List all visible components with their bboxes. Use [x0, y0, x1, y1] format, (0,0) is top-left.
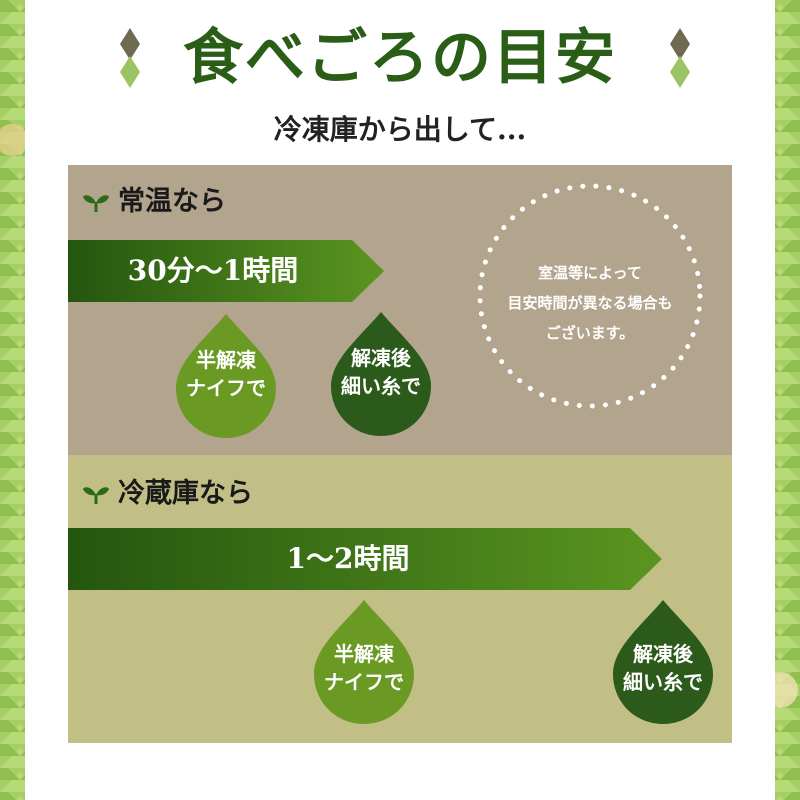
- fridge-time-arrow: [68, 528, 662, 590]
- room-half-thaw-text: 半解凍 ナイフで: [171, 346, 281, 402]
- fridge-half-thaw-text: 半解凍 ナイフで: [309, 640, 419, 696]
- room-label-text: 常温なら: [118, 186, 226, 217]
- room-section-label: 常温なら: [82, 184, 226, 220]
- dotted-circle-icon: [477, 183, 703, 409]
- room-half-thaw-line2: ナイフで: [186, 376, 266, 400]
- fridge-full-thaw-text: 解凍後 細い糸で: [608, 640, 718, 696]
- fridge-full-thaw-line2: 細い糸で: [623, 670, 703, 694]
- fridge-full-thaw-line1: 解凍後: [633, 642, 693, 666]
- fridge-half-thaw-drop: [314, 600, 414, 724]
- diamond-ornament-icon: [120, 28, 140, 88]
- diamond-ornament-icon: [670, 28, 690, 88]
- room-temperature-note: 室温等によって 目安時間が異なる場合も ございます。: [482, 258, 698, 348]
- note-line-1: 室温等によって: [538, 264, 642, 282]
- title-block: 食べごろの目安: [0, 18, 800, 98]
- note-line-2: 目安時間が異なる場合も: [507, 294, 673, 312]
- fridge-time-text: 1〜2時間: [286, 542, 410, 575]
- page-subtitle: 冷凍庫から出して...: [273, 113, 527, 146]
- room-half-thaw-drop: [176, 314, 276, 438]
- room-full-thaw-line1: 解凍後: [351, 346, 411, 370]
- fridge-full-thaw-drop: [613, 600, 713, 724]
- room-time-arrow: [68, 240, 384, 302]
- sprout-icon: [83, 195, 109, 212]
- fridge-half-thaw-line2: ナイフで: [324, 670, 404, 694]
- room-full-thaw-text: 解凍後 細い糸で: [326, 344, 436, 400]
- fridge-section-label: 冷蔵庫なら: [82, 476, 253, 512]
- page-title: 食べごろの目安: [183, 23, 617, 93]
- room-half-thaw-line1: 半解凍: [196, 348, 256, 372]
- fridge-label-text: 冷蔵庫なら: [118, 478, 253, 509]
- sprout-icon: [83, 487, 109, 504]
- fridge-half-thaw-line1: 半解凍: [334, 642, 394, 666]
- room-full-thaw-line2: 細い糸で: [341, 374, 421, 398]
- room-full-thaw-drop: [331, 312, 431, 436]
- room-time-text: 30分〜1時間: [127, 254, 299, 287]
- note-line-3: ございます。: [545, 324, 635, 342]
